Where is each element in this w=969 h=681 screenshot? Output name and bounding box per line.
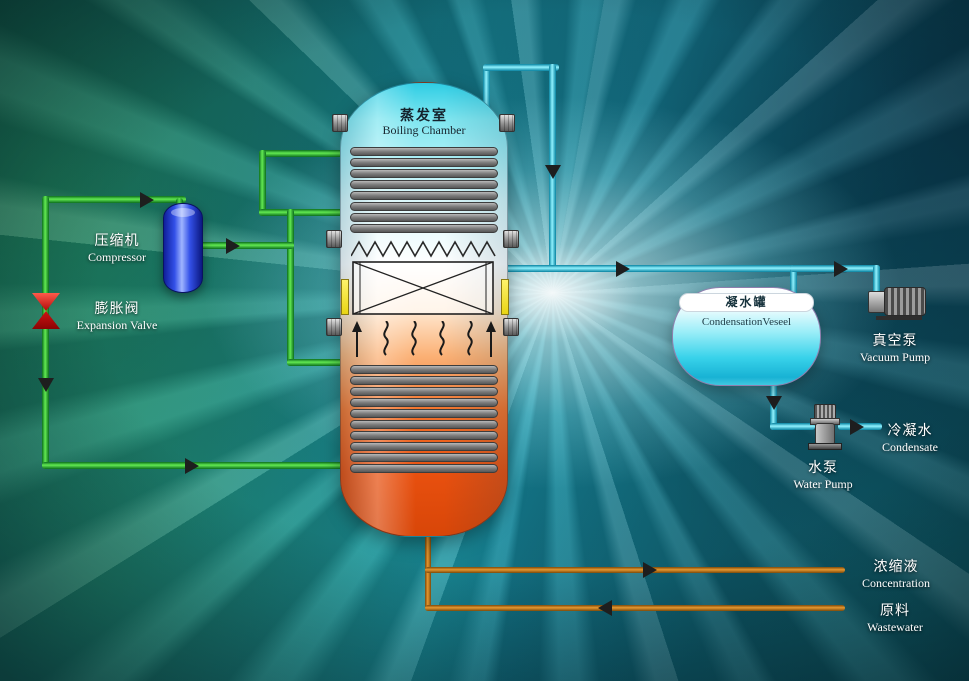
coil-tube <box>350 191 498 200</box>
flow-arrow <box>850 419 864 435</box>
condensate-label-en: Condensate <box>882 440 938 454</box>
compressor-label-en: Compressor <box>88 250 146 264</box>
coil-tube <box>350 224 498 233</box>
wastewater-label-en: Wastewater <box>867 620 923 634</box>
water-pump-label-zh: 水泵 <box>808 459 838 475</box>
concentration-label-en: Concentration <box>862 576 930 590</box>
water-pump-base <box>808 443 842 450</box>
pipe-expansion-drop <box>42 196 49 469</box>
boiling-chamber-label-zh: 蒸发室 <box>400 107 448 123</box>
compressor-icon <box>163 203 203 293</box>
coil-tube <box>350 147 498 156</box>
wastewater-label-zh: 原料 <box>880 602 910 618</box>
expansion-valve-label-en: Expansion Valve <box>76 318 158 332</box>
water-pump-label-en: Water Pump <box>793 477 853 491</box>
vacuum-pump-base <box>876 316 922 320</box>
concentration-label: 浓缩液 Concentration <box>840 556 952 591</box>
nozzle-flange <box>499 114 515 132</box>
vacuum-pump-icon <box>868 286 926 320</box>
coil-tube <box>350 158 498 167</box>
water-pump-label: 水泵 Water Pump <box>775 457 871 492</box>
coil-tube <box>350 376 498 385</box>
pipe-vapor-return-top <box>259 150 344 157</box>
vacuum-pump-label-zh: 真空泵 <box>872 332 918 348</box>
boiling-chamber-vessel: 蒸发室 Boiling Chamber <box>340 82 509 537</box>
condensate-label-zh: 冷凝水 <box>887 422 933 438</box>
pipe-concentration-line <box>425 567 845 573</box>
pipe-lower-feed <box>287 359 344 366</box>
coil-tube <box>350 213 498 222</box>
coil-tube <box>350 453 498 462</box>
coil-tube <box>350 420 498 429</box>
pipe-vessel-top-outlet <box>483 64 490 110</box>
water-pump-body <box>815 423 835 445</box>
flow-arrow <box>38 378 54 392</box>
lower-heat-exchanger-coils <box>350 365 498 475</box>
demister-zigzag <box>351 240 496 258</box>
pipe-condenser-inlet <box>790 265 797 295</box>
wastewater-label: 原料 Wastewater <box>845 600 945 635</box>
flow-arrow <box>185 458 199 474</box>
coil-tube <box>350 180 498 189</box>
pipe-to-condenser <box>500 265 797 272</box>
coil-tube <box>350 442 498 451</box>
pipe-wastewater-feed <box>425 605 845 611</box>
flow-arrow <box>545 165 561 179</box>
flow-arrow <box>616 261 630 277</box>
steam-wavy-line <box>411 321 417 356</box>
pipe-top-run <box>483 64 559 71</box>
crossed-tray-section <box>352 261 494 315</box>
nozzle-flange <box>326 318 342 336</box>
vacuum-pump-label-en: Vacuum Pump <box>859 350 931 364</box>
concentration-label-zh: 浓缩液 <box>873 558 919 574</box>
steam-wavy-line <box>383 321 389 356</box>
flow-arrow <box>766 396 782 410</box>
expansion-valve-label-zh: 膨胀阀 <box>94 300 140 316</box>
water-pump-icon <box>806 404 842 450</box>
condensation-vessel-label-en: CondensationVeseel <box>701 316 792 328</box>
nozzle-flange <box>503 318 519 336</box>
flow-arrow <box>643 562 657 578</box>
compressor-label-zh: 压缩机 <box>94 232 140 248</box>
compressor-label: 压缩机 Compressor <box>72 230 162 265</box>
coil-tube <box>350 169 498 178</box>
level-gauge-right <box>501 279 509 315</box>
steam-up-arrow <box>486 321 496 357</box>
upper-heat-exchanger-coils <box>350 147 498 235</box>
coil-tube <box>350 202 498 211</box>
level-gauge-left <box>341 279 349 315</box>
pipe-riser <box>287 209 294 366</box>
coil-tube <box>350 398 498 407</box>
pipe-vacuum-pump-inlet <box>873 265 880 295</box>
coil-tube <box>350 464 498 473</box>
pipe-vapor-return-drop <box>259 150 266 216</box>
flow-arrow <box>226 238 240 254</box>
coil-tube <box>350 365 498 374</box>
coil-tube <box>350 431 498 440</box>
pipe-upper-feed <box>259 209 344 216</box>
expansion-valve-label: 膨胀阀 Expansion Valve <box>50 298 184 333</box>
pipe-water-pump-suction <box>770 423 815 430</box>
steam-wavy-line <box>467 321 473 356</box>
steam-up-arrow <box>352 321 362 357</box>
flow-arrow <box>140 192 154 208</box>
vacuum-pump-label: 真空泵 Vacuum Pump <box>845 330 945 365</box>
flow-arrow <box>598 600 612 616</box>
nozzle-flange <box>332 114 348 132</box>
vacuum-pump-body <box>884 287 926 316</box>
steam-wavy-line <box>439 321 445 356</box>
coil-tube <box>350 387 498 396</box>
condensate-label: 冷凝水 Condensate <box>860 420 960 455</box>
condensation-vessel-label-zh: 凝水罐 <box>679 293 814 312</box>
pipe-compressor-inlet <box>42 196 186 203</box>
coil-tube <box>350 409 498 418</box>
flow-arrow <box>834 261 848 277</box>
nozzle-flange <box>326 230 342 248</box>
condensation-vessel: 凝水罐 CondensationVeseel <box>672 287 821 386</box>
pipe-compressor-outlet <box>198 242 294 249</box>
boiling-chamber-label-en: Boiling Chamber <box>382 123 466 137</box>
nozzle-flange <box>503 230 519 248</box>
